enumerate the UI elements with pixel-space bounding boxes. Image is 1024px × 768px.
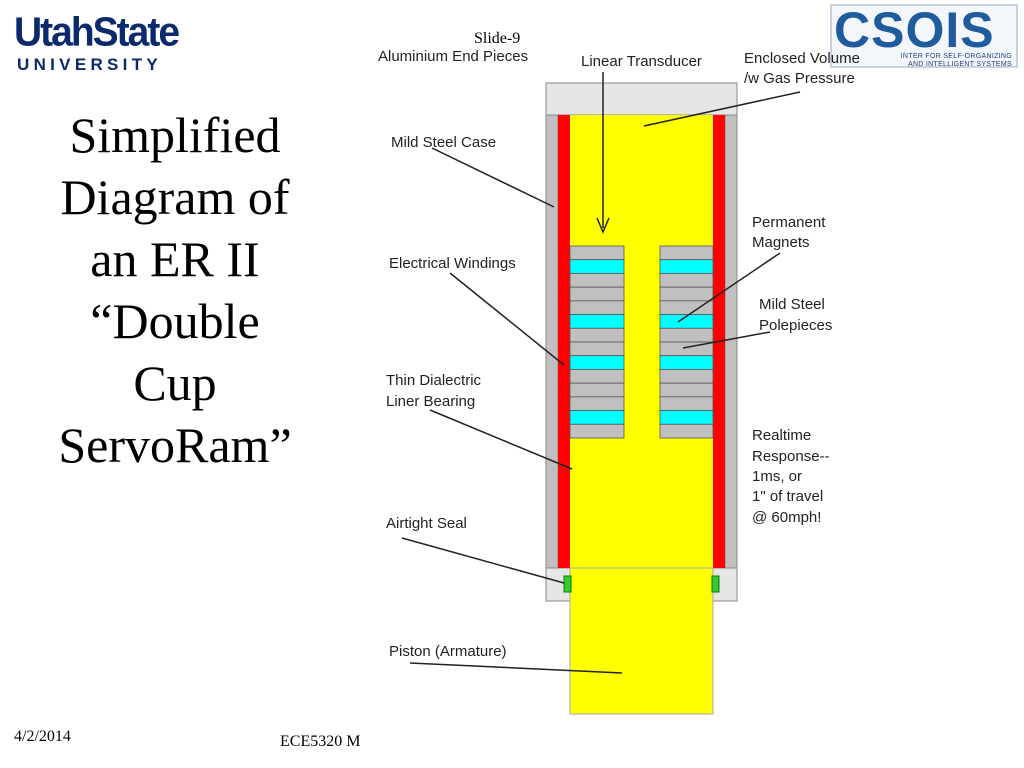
label-polepieces-2: Polepieces — [759, 317, 832, 334]
footer-date: 4/2/2014 — [14, 728, 71, 745]
label-seal: Airtight Seal — [386, 515, 467, 532]
csois-logo: CSOIS INTER FOR SELF-ORGANIZING AND INTE… — [830, 4, 1018, 68]
label-magnets-2: Magnets — [752, 234, 810, 251]
case-wall-left — [545, 114, 559, 569]
label-response-5: @ 60mph! — [752, 509, 821, 526]
steel-polepiece — [659, 286, 714, 302]
permanent-magnet — [659, 355, 714, 370]
csois-logo-frame — [830, 4, 1018, 68]
steel-polepiece — [569, 369, 625, 384]
steel-polepiece — [569, 273, 625, 288]
label-response-4: 1" of travel — [752, 488, 823, 505]
steel-polepiece — [659, 396, 714, 411]
label-case: Mild Steel Case — [391, 134, 496, 151]
steel-polepiece — [569, 423, 625, 439]
case-wall-right — [724, 114, 738, 569]
winding-left — [558, 115, 570, 568]
leader-seal — [401, 537, 565, 584]
title-line: Cup — [133, 355, 217, 411]
label-polepieces-1: Mild Steel — [759, 296, 825, 313]
steel-polepiece — [659, 369, 714, 384]
permanent-magnet — [569, 355, 625, 370]
permanent-magnet — [659, 259, 714, 274]
leader-piston — [409, 662, 623, 674]
magnet-stack-right — [659, 245, 714, 439]
logo-csois-line1: INTER FOR SELF-ORGANIZING — [900, 53, 1012, 60]
steel-polepiece — [569, 300, 625, 315]
logo-usu-main: UtahState — [14, 10, 180, 56]
permanent-magnet — [569, 410, 625, 425]
title-line: Diagram of — [60, 169, 290, 225]
seal-left — [563, 575, 572, 593]
steel-polepiece — [659, 245, 714, 261]
label-enclosed-1: Enclosed Volume — [744, 50, 860, 67]
leader-polepieces — [682, 331, 771, 349]
label-magnets-1: Permanent — [752, 214, 826, 231]
label-transducer: Linear Transducer — [581, 53, 702, 70]
leader-magnets — [677, 252, 781, 323]
label-end-pieces: Aluminium End Pieces — [378, 48, 528, 65]
leader-case — [431, 147, 555, 208]
steel-polepiece — [569, 286, 625, 302]
label-piston: Piston (Armature) — [389, 643, 507, 660]
permanent-magnet — [569, 259, 625, 274]
title-line: Simplified — [69, 107, 281, 163]
logo-usu-sub: UNIVERSITY — [17, 55, 163, 74]
seal-right — [711, 575, 720, 593]
steel-polepiece — [569, 245, 625, 261]
slide-title: Simplified Diagram of an ER II “Double C… — [20, 104, 330, 476]
label-windings: Electrical Windings — [389, 255, 516, 272]
piston-armature — [569, 567, 714, 715]
steel-polepiece — [659, 382, 714, 398]
permanent-magnet — [659, 410, 714, 425]
title-line: “Double — [90, 293, 260, 349]
label-response-1: Realtime — [752, 427, 811, 444]
steel-polepiece — [569, 341, 625, 357]
steel-polepiece — [659, 327, 714, 343]
utah-state-logo: UtahState UNIVERSITY — [14, 10, 200, 74]
leader-enclosed — [643, 91, 801, 127]
logo-csois-line2: AND INTELLIGENT SYSTEMS — [907, 61, 1012, 68]
steel-polepiece — [659, 423, 714, 439]
leader-liner — [429, 409, 573, 470]
footer-course: ECE5320 M — [280, 733, 361, 750]
label-liner-1: Thin Dialectric — [386, 372, 482, 389]
label-response-2: Response-- — [752, 448, 830, 465]
slide-number: Slide-9 — [474, 30, 521, 47]
permanent-magnet — [569, 314, 625, 329]
label-response-3: 1ms, or — [752, 468, 802, 485]
leader-windings — [449, 272, 565, 366]
steel-polepiece — [569, 327, 625, 343]
label-liner-2: Liner Bearing — [386, 393, 475, 410]
steel-polepiece — [569, 382, 625, 398]
top-end-piece — [545, 82, 738, 116]
steel-polepiece — [659, 273, 714, 288]
title-line: an ER II — [90, 231, 260, 287]
magnet-stack-left — [569, 245, 625, 439]
label-enclosed-2: /w Gas Pressure — [744, 70, 855, 87]
logo-csois-word: CSOIS — [834, 2, 995, 58]
transducer-arrowhead — [596, 217, 610, 234]
steel-polepiece — [569, 396, 625, 411]
title-line: ServoRam” — [58, 417, 292, 473]
